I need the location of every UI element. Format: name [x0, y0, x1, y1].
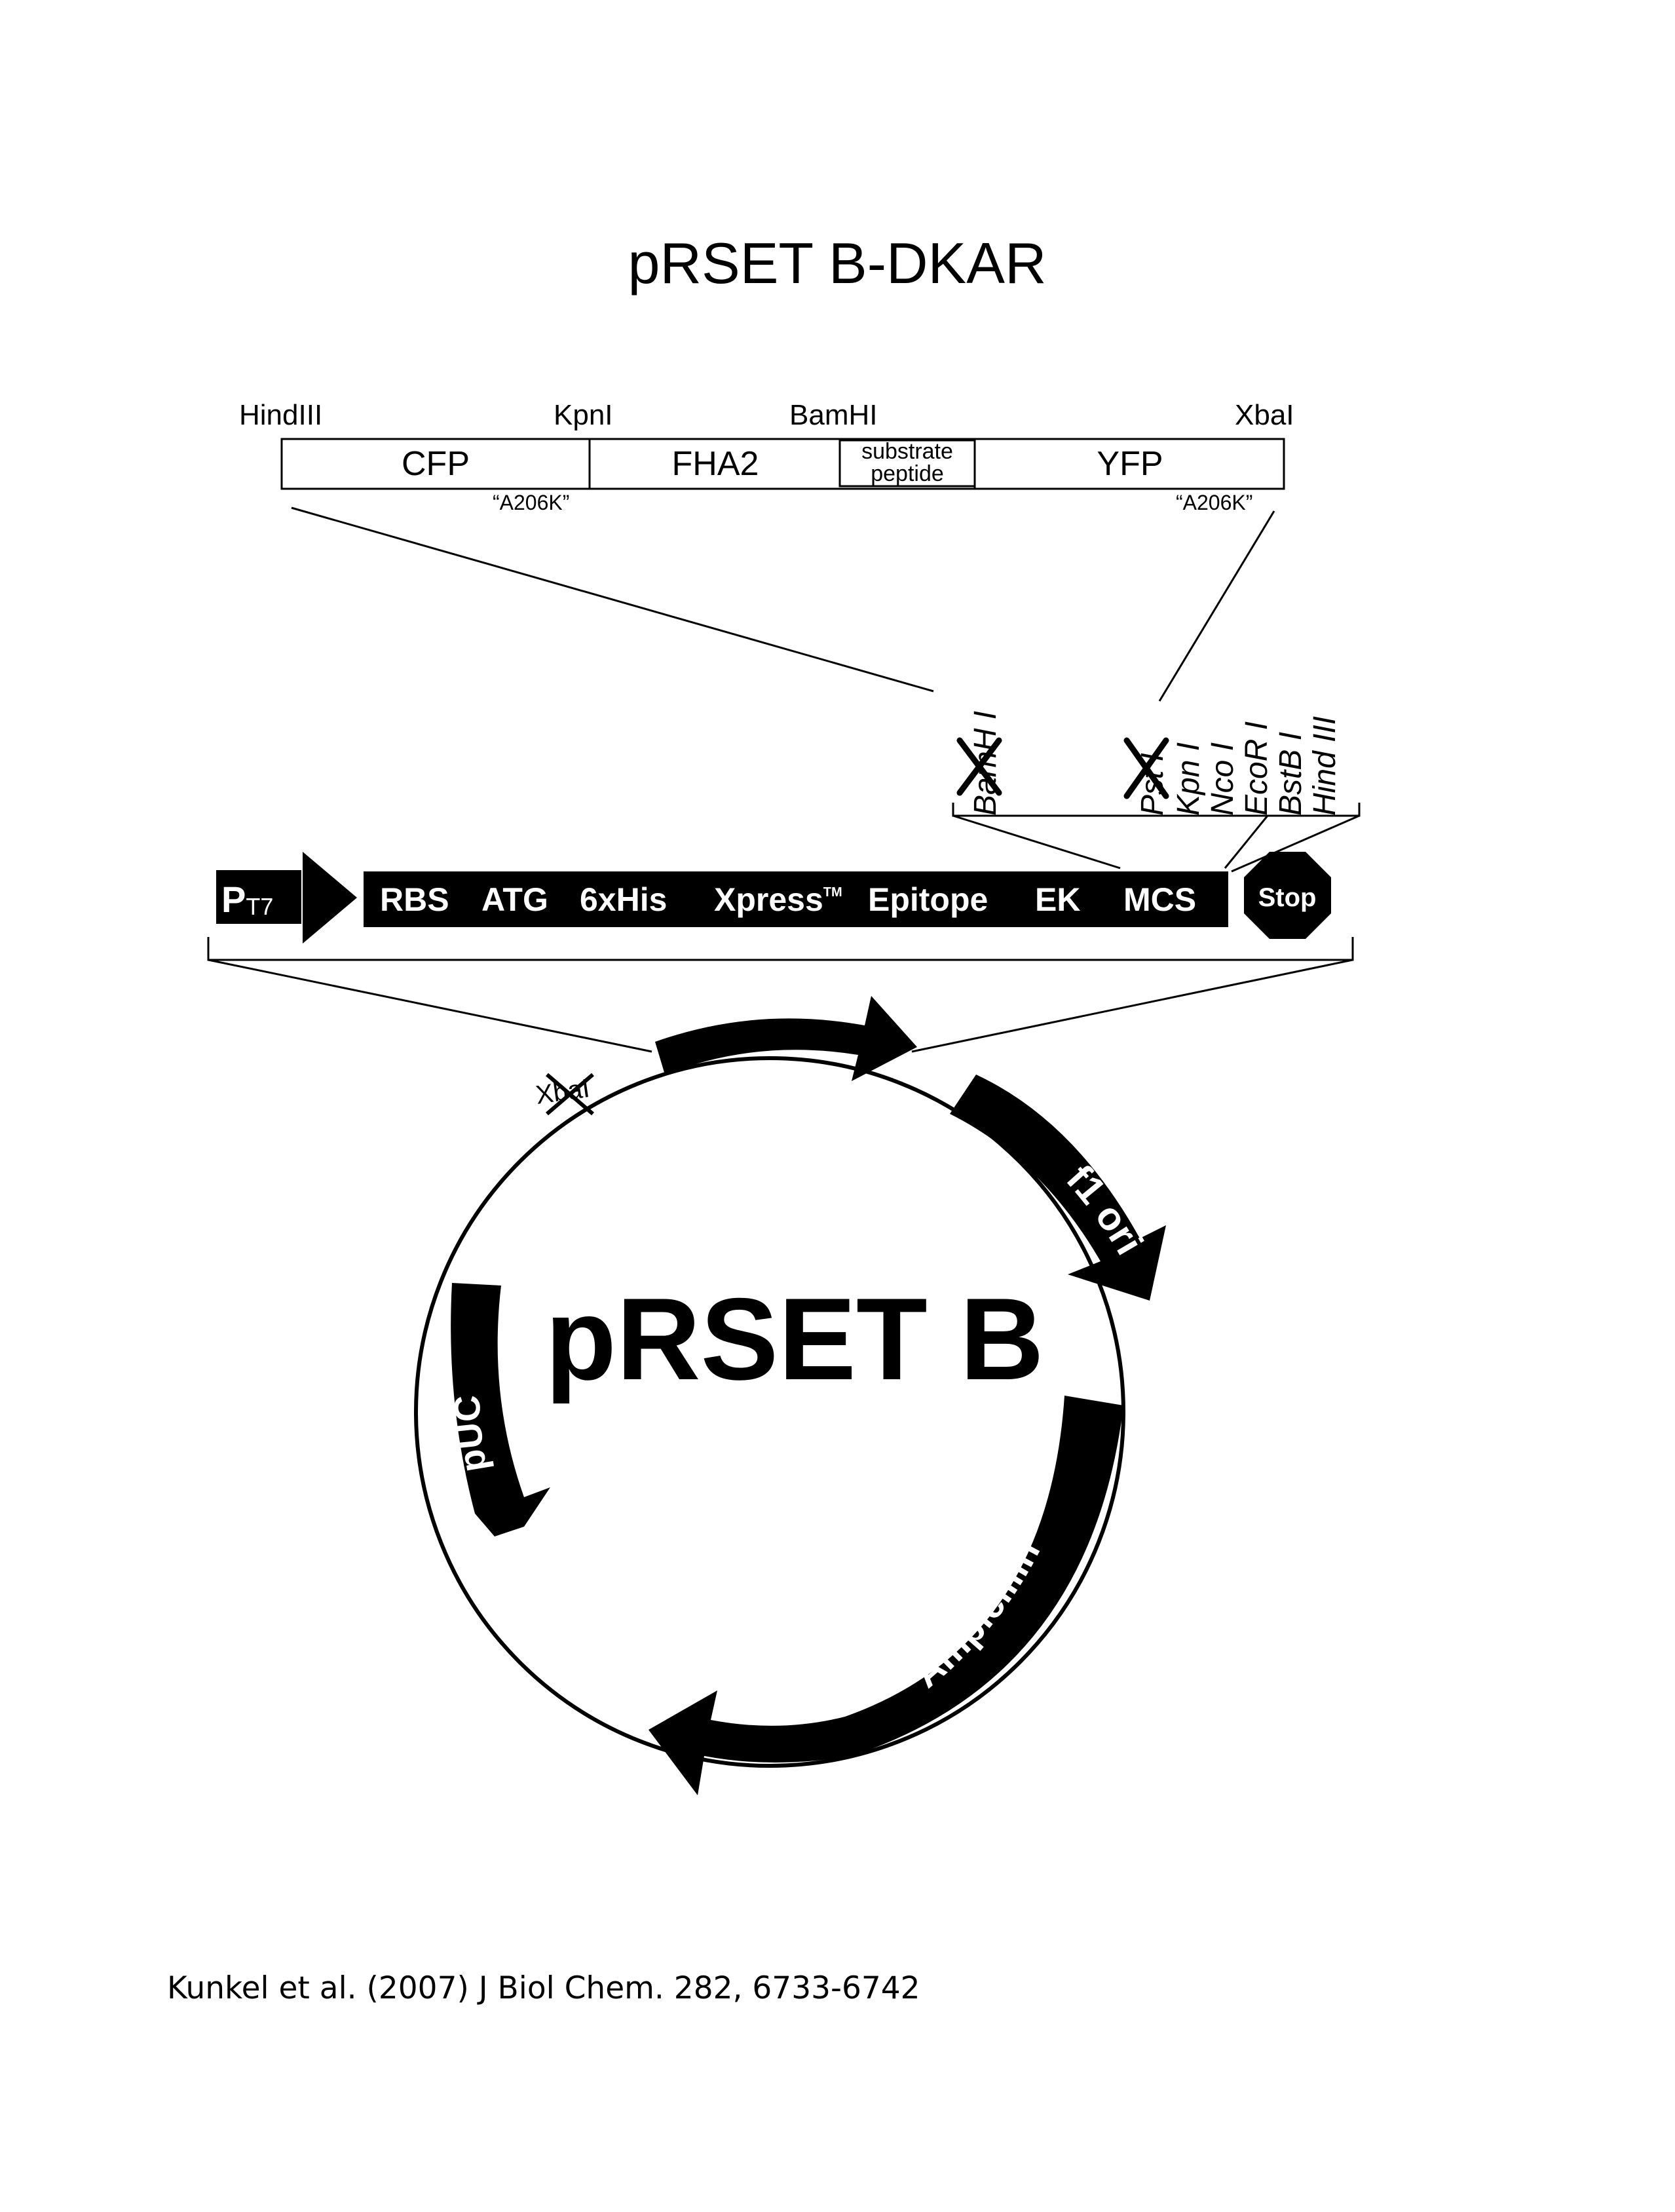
insert-segment-peptide: peptide [871, 461, 944, 486]
promoter-box [216, 870, 301, 924]
mcs-crossout-marks [956, 737, 1169, 799]
insert-segment-cfp: CFP [402, 445, 470, 483]
insert-site-bamhi: BamHI [789, 399, 877, 431]
puc-label: pUC [446, 1394, 495, 1475]
cassette-element-rbs: RBS [380, 881, 449, 918]
mcs-site-ncoi: Nco I [1205, 742, 1240, 816]
mutation-label-cfp: “A206K” [493, 491, 569, 514]
puc-arrow [451, 1283, 550, 1536]
plasmid-insert-arrow [655, 996, 917, 1081]
cassette-element-atg: ATG [481, 881, 548, 918]
ampicillin-arrow [649, 1396, 1123, 1795]
insert-segment-yfp: YFP [1097, 445, 1163, 483]
insert-guide-lines [291, 506, 1275, 702]
mcs-site-bstbi: BstB I [1273, 732, 1308, 816]
stop-label: Stop [1258, 883, 1317, 912]
plasmid-crossed-site-x [546, 1073, 594, 1116]
insert-site-hindiii: HindIII [239, 399, 322, 431]
insert-site-kpni: KpnI [554, 399, 613, 431]
plasmid-name: pRSET B [545, 1274, 1044, 1404]
mutation-label-yfp: “A206K” [1176, 491, 1252, 514]
mcs-site-ecori: EcoR I [1239, 721, 1274, 816]
cassette-bracket [207, 937, 1354, 1053]
mcs-site-kpni: Kpn I [1171, 742, 1206, 816]
plasmid-backbone [414, 1056, 1125, 1768]
f1-ori-arrow [950, 1075, 1166, 1301]
insert-site-xbai: XbaI [1235, 399, 1294, 431]
stop-octagon [1244, 852, 1331, 939]
cassette-element-mcs: MCS [1123, 881, 1196, 918]
diagram-title: pRSET B-DKAR [628, 231, 1047, 296]
cassette-element-6xhis: 6xHis [580, 881, 667, 918]
cassette-bar [364, 871, 1228, 927]
cassette-element-ek: EK [1035, 881, 1080, 918]
mcs-bracket [952, 803, 1361, 873]
mcs-site-hindiii: Hind III [1308, 716, 1342, 816]
promoter-arrow [303, 852, 357, 944]
citation: Kunkel et al. (2007) J Biol Chem. 282, 6… [167, 1970, 920, 2006]
promoter-label: PT7 [221, 879, 273, 920]
insert-segment-substrate: substrate [861, 439, 953, 464]
cassette-element-epitope: Epitope [868, 881, 988, 918]
insert-construct [280, 438, 1285, 490]
insert-segment-fha2: FHA2 [672, 445, 759, 483]
cassette-element-xpress: XpressTM [714, 881, 842, 918]
